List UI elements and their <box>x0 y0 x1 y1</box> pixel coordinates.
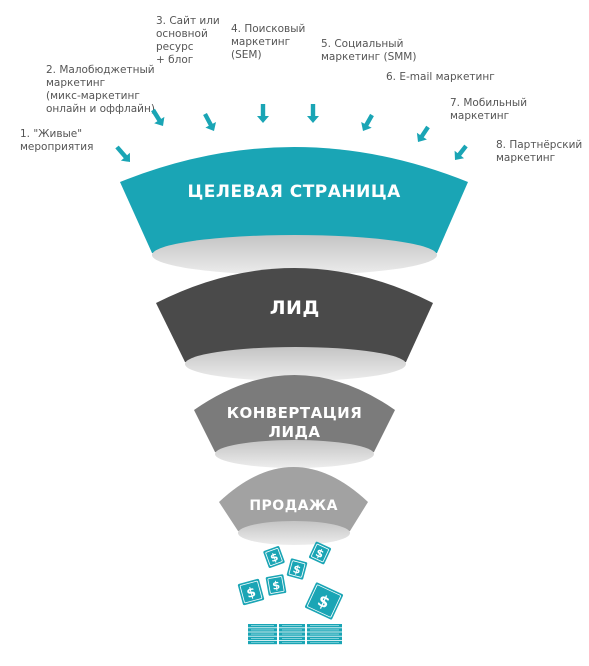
funnel-stage-body <box>194 375 395 464</box>
channel-label-line: мероприятия <box>20 141 93 153</box>
funnel-stage-title: ЛИД <box>270 297 320 319</box>
channel-arrow-icon <box>115 145 130 162</box>
money-stack-icon <box>279 624 305 645</box>
funnel-stage-title: ЛИДА <box>269 423 321 441</box>
channel-label-line: 8. Партнёрский <box>496 139 582 151</box>
currency-symbol: $ <box>268 550 280 565</box>
channel-label-1: 1. "Живые"мероприятия <box>20 128 93 153</box>
channel-label-line: маркетинг <box>46 77 105 89</box>
channel-label-line: маркетинг <box>450 110 509 122</box>
funnel-stage-rim <box>152 235 437 275</box>
funnel-stage-body <box>156 268 433 376</box>
funnel-stage-4: ПРОДАЖА <box>219 467 368 545</box>
channel-label-line: 2. Малобюджетный <box>46 64 155 76</box>
funnel-stage-body <box>120 147 468 269</box>
money-bill-icon: $ <box>263 546 285 568</box>
channel-arrow-icon <box>151 108 165 126</box>
channel-arrow-icon <box>454 144 468 160</box>
channel-label-line: онлайн и оффлайн) <box>46 103 155 115</box>
channel-arrows <box>115 104 468 162</box>
funnel-stage-body <box>219 467 368 541</box>
channel-arrow-icon <box>416 125 430 142</box>
channel-label-line: 6. E-mail маркетинг <box>386 71 495 83</box>
channel-label-line: 7. Мобильный <box>450 97 527 109</box>
channel-label-line: основной <box>156 28 208 40</box>
money-bill-icon: $ <box>304 582 344 620</box>
channel-label-line: ресурс <box>156 41 194 53</box>
channel-label-line: + блог <box>156 54 193 66</box>
channel-label-line: 4. Поисковый <box>231 23 305 35</box>
channel-arrow-icon <box>361 113 374 131</box>
funnel-stage-rim <box>238 521 350 545</box>
channel-label-line: маркетинг <box>231 36 290 48</box>
channel-label-6: 6. E-mail маркетинг <box>386 71 495 83</box>
funnel-stage-rim <box>185 347 406 381</box>
currency-symbol: $ <box>271 579 281 593</box>
currency-symbol: $ <box>291 562 302 577</box>
channel-label-line: 1. "Живые" <box>20 128 82 140</box>
money-pile: $$$$$$ <box>237 541 344 645</box>
funnel-stage-title: ПРОДАЖА <box>249 498 338 514</box>
funnel-stage-2: ЛИД <box>156 268 433 381</box>
channel-arrow-icon <box>257 104 269 123</box>
channel-label-line: (микс-маркетинг <box>46 90 140 102</box>
money-bill-icon: $ <box>265 574 287 596</box>
channel-label-line: 5. Социальный <box>321 38 403 50</box>
money-bill-icon: $ <box>308 541 332 565</box>
channel-arrow-icon <box>307 104 319 123</box>
channel-arrow-icon <box>203 113 216 131</box>
channel-label-line: маркетинг <box>496 152 555 164</box>
channel-label-line: маркетинг (SMM) <box>321 51 416 63</box>
channel-label-line: 3. Сайт или <box>156 15 220 27</box>
funnel-stage-1: ЦЕЛЕВАЯ СТРАНИЦА <box>120 147 468 275</box>
money-stack-icon <box>307 624 342 645</box>
funnel-stage-title: КОНВЕРТАЦИЯ <box>227 404 363 422</box>
money-bill-icon: $ <box>286 558 308 580</box>
channel-label-line: (SEM) <box>231 49 262 61</box>
funnel-stage-rim <box>215 440 374 468</box>
currency-symbol: $ <box>245 585 258 602</box>
money-bill-icon: $ <box>237 578 265 606</box>
funnel-stage-title: ЦЕЛЕВАЯ СТРАНИЦА <box>187 182 401 202</box>
money-stack-icon <box>248 624 277 645</box>
